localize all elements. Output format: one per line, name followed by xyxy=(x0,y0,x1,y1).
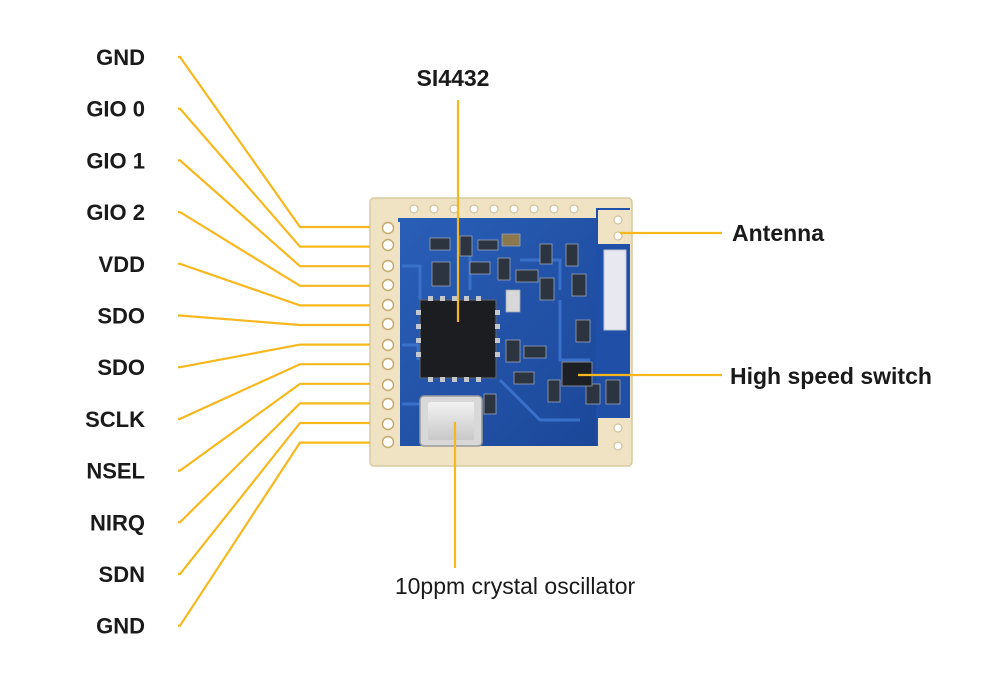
pin-leader xyxy=(178,159,370,268)
pin-leader xyxy=(178,343,370,369)
switch-label: High speed switch xyxy=(730,363,932,389)
pin-leader xyxy=(178,402,370,524)
switch-callout: High speed switch xyxy=(578,363,932,389)
pin-leader xyxy=(178,314,370,327)
pin-label: GIO 1 xyxy=(86,148,145,173)
pin-label: SDO xyxy=(97,355,145,380)
pin-leader xyxy=(178,55,370,229)
pin-leader-lines xyxy=(178,55,370,627)
pin-label-column: GND GIO 0 GIO 1 GIO 2 VDD SDO SDO SCLK NSEL NIRQ S… xyxy=(85,45,145,639)
pin-label: GND xyxy=(96,614,145,639)
pin-label: SDN xyxy=(99,562,145,587)
chip-label: SI4432 xyxy=(417,65,490,91)
antenna-callout: Antenna xyxy=(620,220,824,246)
chip-callout: SI4432 xyxy=(417,65,490,322)
pin-leader xyxy=(178,382,370,472)
pin-leader xyxy=(178,441,370,627)
pin-leader xyxy=(178,211,370,287)
pin-label: SCLK xyxy=(85,407,145,432)
antenna-label: Antenna xyxy=(732,220,824,246)
rf-module-board xyxy=(369,197,633,467)
pin-leader xyxy=(178,107,370,248)
pin-label: GND xyxy=(96,45,145,70)
pin-label: SDO xyxy=(97,304,145,329)
oscillator-label: 10ppm crystal oscillator xyxy=(395,573,636,599)
pin-label: GIO 0 xyxy=(86,97,145,122)
pin-label: NSEL xyxy=(86,459,145,484)
pin-label: VDD xyxy=(99,252,145,277)
oscillator-callout: 10ppm crystal oscillator xyxy=(395,422,636,599)
pin-leader xyxy=(178,421,370,576)
pin-label: NIRQ xyxy=(90,510,145,535)
pin-label: GIO 2 xyxy=(86,200,145,225)
pin-leader xyxy=(178,262,370,307)
pin-leader xyxy=(178,363,370,420)
